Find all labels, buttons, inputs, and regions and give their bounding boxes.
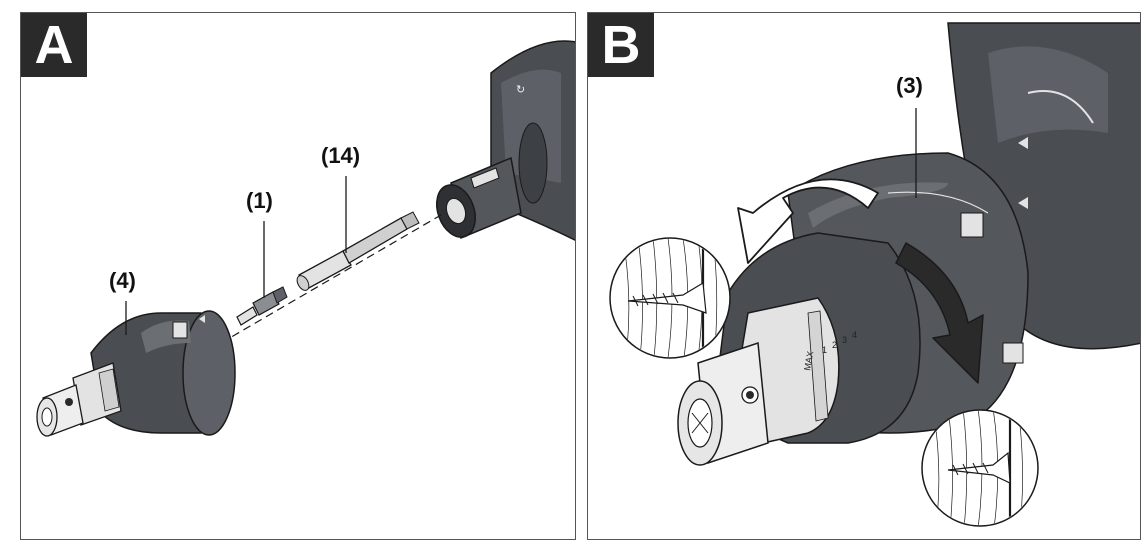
rotate-ccw-arrow-icon — [737, 178, 879, 264]
torque-scale: MAX 1 2 3 4 — [802, 330, 857, 371]
dial-mark-3: 3 — [842, 335, 847, 345]
callout-1: (1) — [246, 188, 273, 213]
svg-text:↻: ↻ — [516, 84, 525, 96]
dial-mark-1: 1 — [822, 345, 827, 355]
alignment-line — [220, 214, 442, 344]
panel-a-label: A — [21, 13, 87, 77]
panel-a-illustration: ↻ — [36, 40, 575, 437]
callout-3: (3) — [896, 73, 923, 98]
panel-b: B M — [587, 12, 1141, 540]
inset-screw-protruding — [609, 237, 731, 359]
rotate-cw-arrow-icon — [895, 242, 984, 384]
panel-b-illustration: MAX 1 2 3 4 — [609, 22, 1140, 527]
panel-a: A ↻ — [20, 12, 576, 540]
drill-body-a: ↻ — [435, 40, 575, 241]
dial-mark-max: MAX — [802, 350, 815, 371]
callout-14: (14) — [321, 143, 361, 168]
panel-b-label: B — [588, 13, 654, 77]
inset-screw-flush — [921, 409, 1039, 527]
dial-mark-4: 4 — [852, 330, 857, 340]
dial-mark-2: 2 — [832, 340, 837, 350]
callout-4: (4) — [109, 268, 136, 293]
screwdriver-bit — [236, 286, 288, 326]
bit-holder — [296, 211, 420, 291]
torque-attachment — [36, 310, 236, 437]
